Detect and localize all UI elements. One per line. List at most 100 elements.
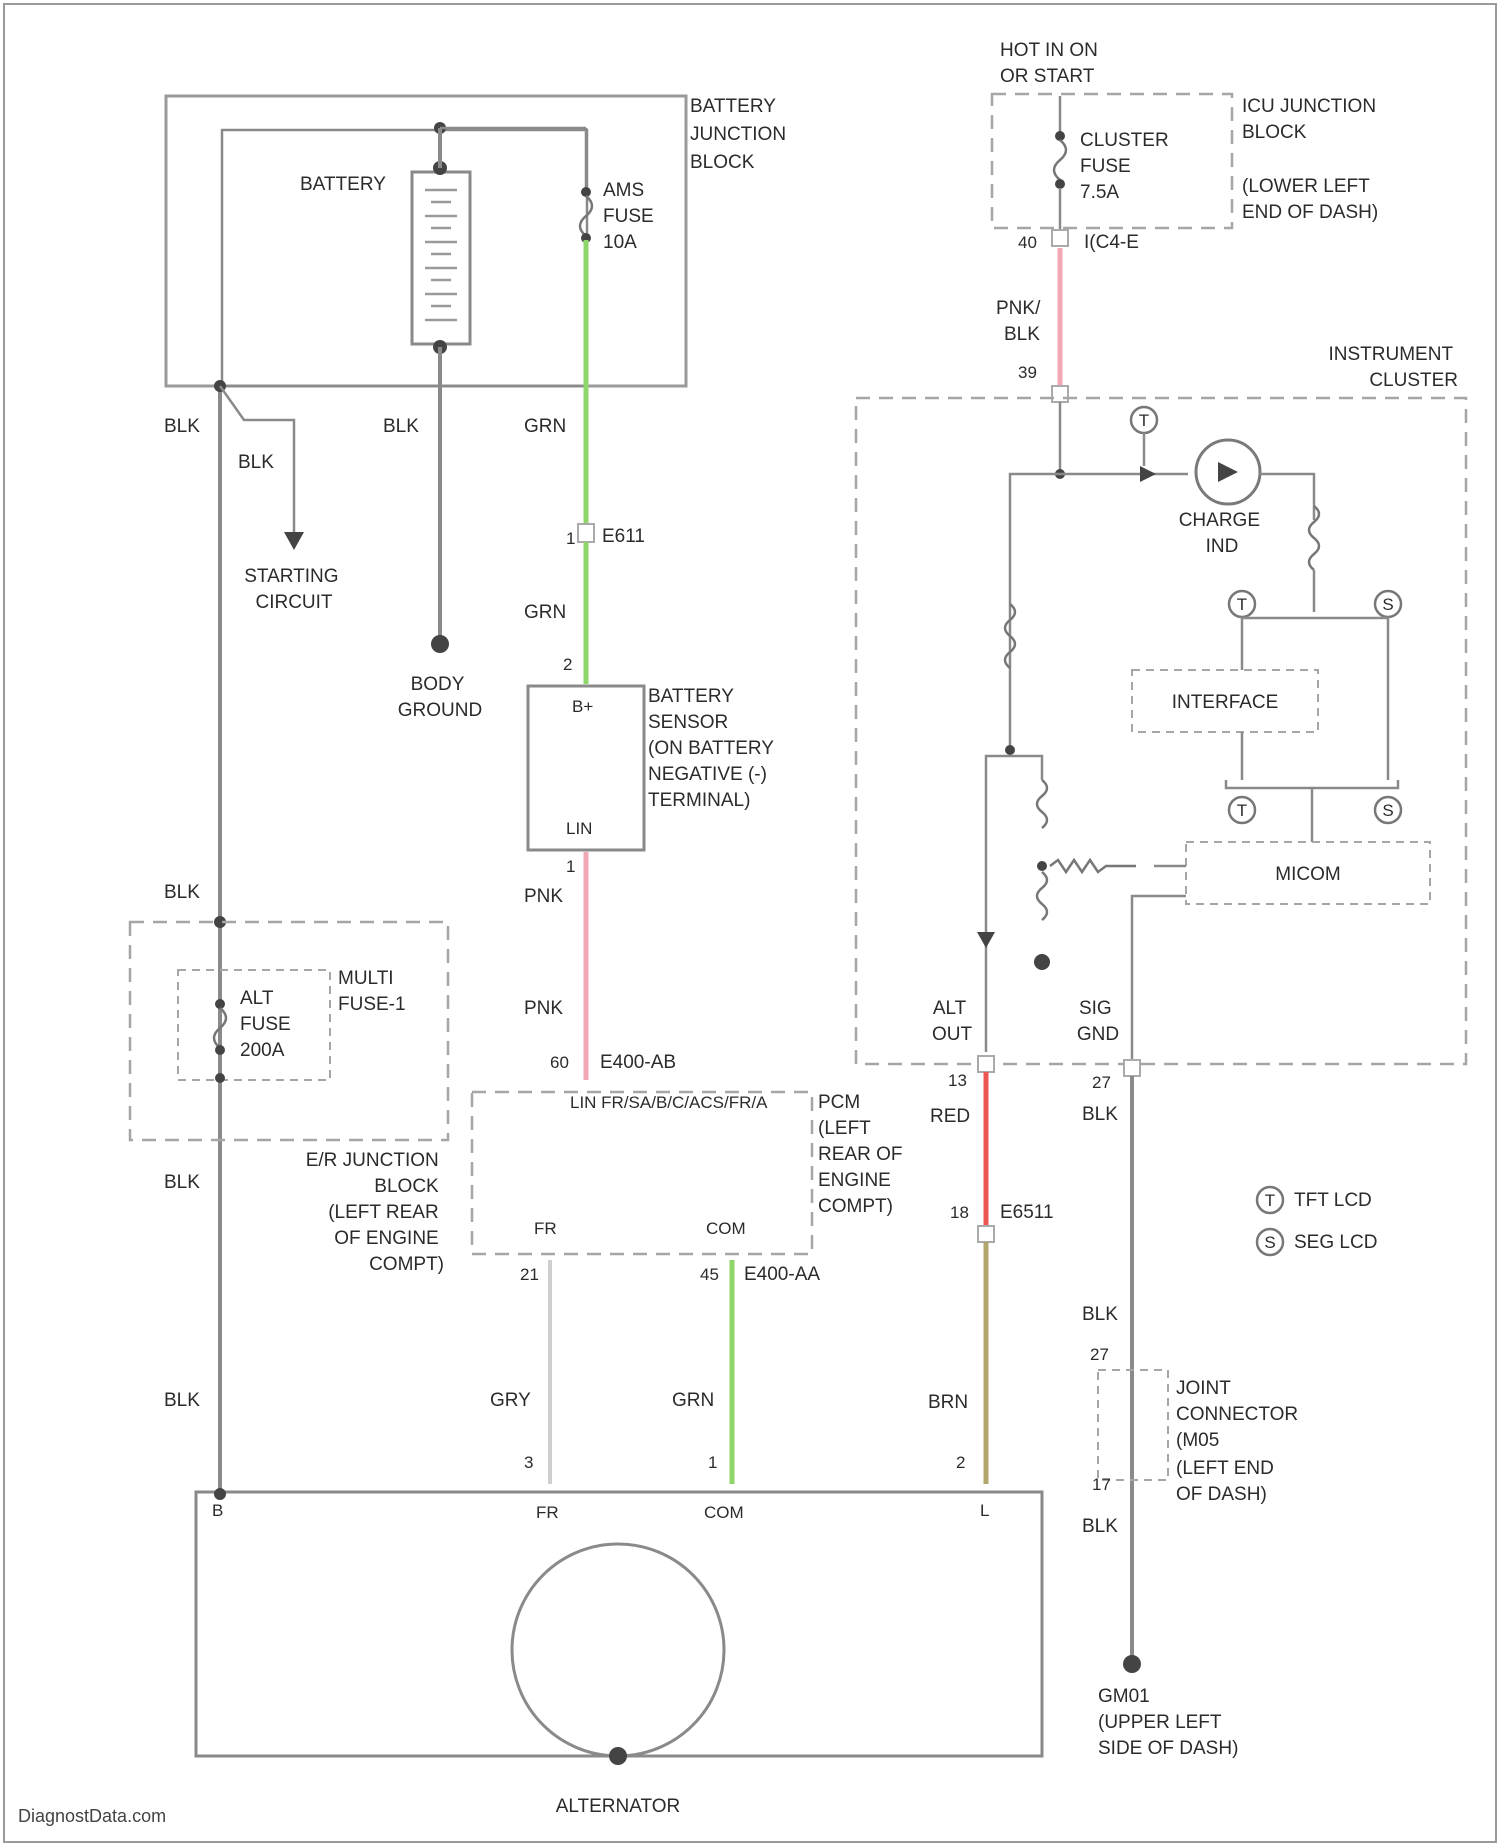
alt-fuse-label: ALT FUSE 200A (240, 988, 296, 1061)
wire-label-blk-5: BLK (1082, 1104, 1118, 1125)
connector-e611 (578, 524, 594, 542)
battery-sensor-lin-pin: LIN (566, 819, 592, 838)
battery-junction-block-label: BATTERY JUNCTION BLOCK (690, 96, 791, 173)
watermark: DiagnostData.com (18, 1806, 166, 1826)
cluster-regulator-resistor-icon (1037, 780, 1047, 828)
sig-gnd-wire (1132, 896, 1186, 1062)
tft-indicator-symbol: T (1139, 411, 1149, 430)
cluster-fuse-top-node (1055, 131, 1065, 141)
charge-ind-label: CHARGE IND (1179, 510, 1266, 557)
alternator-fr-pin: FR (536, 1503, 559, 1522)
alt-fuse-bottom-node (215, 1045, 225, 1055)
wire-label-pnk-1: PNK (524, 886, 563, 907)
pin-e611-1: 1 (566, 529, 575, 548)
wire-label-blk-body: BLK (383, 416, 419, 437)
sig-gnd-label: SIG GND (1077, 998, 1119, 1045)
cluster-regulator-lower-icon (1037, 872, 1047, 920)
connector-e6511-label: E6511 (1000, 1202, 1054, 1223)
pin-pcm-45: 45 (700, 1265, 719, 1284)
icu-junction-block-label: ICU JUNCTION BLOCK (LOWER LEFT END OF DA… (1242, 96, 1381, 223)
alternator-b-terminal (214, 1488, 226, 1500)
joint-connector-label: JOINT CONNECTOR (M05 (LEFT END OF DASH) (1176, 1378, 1303, 1505)
charge-lamp-out (1260, 474, 1314, 520)
battery-label: BATTERY (300, 174, 386, 195)
battery-sensor-label: BATTERY SENSOR (ON BATTERY NEGATIVE (-) … (648, 686, 779, 811)
pin-e6511-18: 18 (950, 1203, 969, 1222)
legend-tft-label: TFT LCD (1294, 1190, 1372, 1211)
interface-tft-top-symbol: T (1237, 595, 1247, 614)
cluster-bus (1010, 474, 1188, 756)
alternator-label: ALTERNATOR (556, 1796, 681, 1817)
alt-out-arrow-icon (977, 932, 995, 948)
micom-label: MICOM (1275, 864, 1340, 885)
connector-e400-ab-label: E400-AB (600, 1052, 676, 1073)
hot-in-label: HOT IN ON OR START (1000, 40, 1103, 87)
alternator-l-pin: L (980, 1501, 989, 1520)
cluster-alt-out-loop (986, 756, 1042, 1052)
pcm-com-pin: COM (706, 1219, 746, 1238)
alternator-com-pin: COM (704, 1503, 744, 1522)
starting-circuit-label: STARTING CIRCUIT (244, 566, 344, 613)
battery-inner-frame (222, 130, 587, 386)
connector-cluster-13 (978, 1056, 994, 1072)
battery-sensor-bplus-pin: B+ (572, 697, 593, 716)
ams-fuse-top-node (581, 187, 591, 197)
pin-alt-l-2: 2 (956, 1453, 965, 1472)
instrument-cluster-label: INSTRUMENT CLUSTER (1329, 344, 1459, 391)
pcm-label: PCM (LEFT REAR OF ENGINE COMPT) (818, 1092, 908, 1217)
pcm-fr-pin: FR (534, 1219, 557, 1238)
legend-seg-label: SEG LCD (1294, 1232, 1377, 1253)
pin-alt-fr-3: 3 (524, 1453, 533, 1472)
connector-i-c4-e-label: I(C4-E (1084, 232, 1139, 253)
body-ground-point (431, 635, 449, 653)
pcm-pin-strip: LIN FR/SA/B/C/ACS/FR/A (570, 1093, 768, 1112)
interface-seg-top-symbol: S (1382, 595, 1393, 614)
pin-joint-17: 17 (1092, 1475, 1111, 1494)
wire-label-grn-2: GRN (524, 602, 566, 623)
legend-tft-symbol: T (1265, 1191, 1275, 1210)
cluster-fuse-icon (1054, 140, 1066, 180)
pin-pcm-60: 60 (550, 1053, 569, 1072)
battery-cells-icon (425, 190, 457, 320)
gm01-ground-point (1123, 1655, 1141, 1673)
cluster-node-upper (1005, 745, 1015, 755)
pin-sensor-2: 2 (563, 655, 572, 674)
er-junction-block-label: E/R JUNCTION BLOCK (LEFT REAR OF ENGINE … (306, 1150, 444, 1275)
pin-icu-40: 40 (1018, 233, 1037, 252)
wire-label-blk-1: BLK (164, 416, 200, 437)
instrument-cluster-frame (856, 398, 1466, 1064)
connector-cluster-27 (1124, 1060, 1140, 1076)
wire-label-red: RED (930, 1106, 970, 1127)
connector-e6511 (978, 1226, 994, 1242)
pin-joint-27: 27 (1090, 1345, 1109, 1364)
wire-label-blk-2: BLK (164, 882, 200, 903)
pin-alt-com-1: 1 (708, 1453, 717, 1472)
body-ground-label: BODY GROUND (398, 674, 482, 721)
alt-out-label: ALT OUT (932, 998, 973, 1045)
wire-label-grn-3: GRN (672, 1390, 714, 1411)
pin-sensor-1: 1 (566, 857, 575, 876)
interface-top-bus (1242, 618, 1388, 628)
legend-seg-symbol: S (1264, 1233, 1275, 1252)
wire-label-pnk-blk: PNK/ BLK (996, 298, 1046, 345)
interface-tft-bottom-symbol: T (1237, 801, 1247, 820)
cluster-internal-ground (1034, 954, 1050, 970)
wire-label-blk-3: BLK (164, 1172, 200, 1193)
wire-label-blk-7: BLK (1082, 1516, 1118, 1537)
connector-cluster-39 (1052, 386, 1068, 402)
alternator-ground-point (609, 1747, 627, 1765)
gm01-label: GM01 (UPPER LEFT SIDE OF DASH) (1098, 1686, 1238, 1759)
interface-seg-bottom-symbol: S (1382, 801, 1393, 820)
starting-circuit-arrow-icon (284, 532, 304, 550)
connector-e400-aa-label: E400-AA (744, 1264, 820, 1285)
pin-pcm-21: 21 (520, 1265, 539, 1284)
alt-fuse-out-node (215, 1073, 225, 1083)
wire-label-grn-1: GRN (524, 416, 566, 437)
interface-label: INTERFACE (1172, 692, 1279, 713)
alternator-frame (196, 1492, 1042, 1756)
charge-diode-icon (1140, 466, 1156, 482)
pcm-frame (472, 1092, 812, 1254)
cluster-fuse-bottom-node (1055, 179, 1065, 189)
